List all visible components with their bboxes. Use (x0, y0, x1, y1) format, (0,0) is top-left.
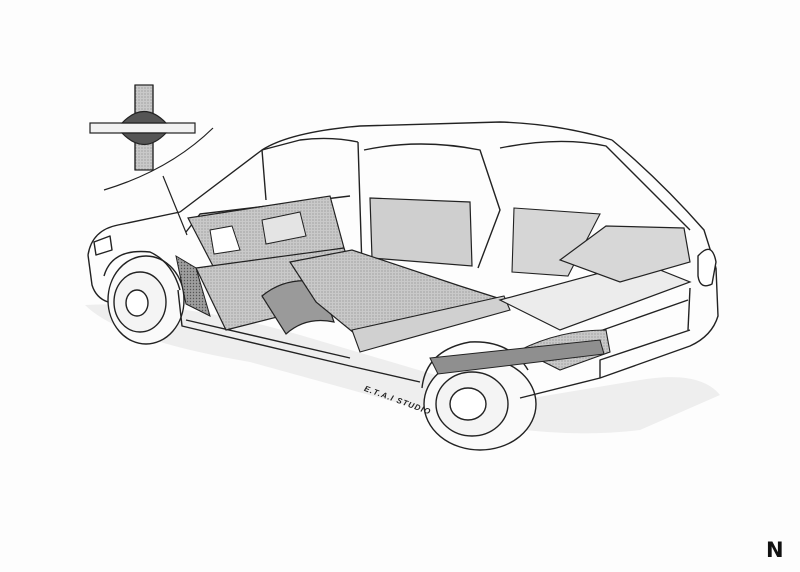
rear-wheel (421, 341, 537, 451)
ground-shadow (85, 304, 720, 434)
corner-letter-label: N (766, 538, 784, 562)
boot-floor (498, 261, 692, 331)
front-wheel (103, 250, 185, 345)
rear-side-panel (369, 197, 473, 267)
rear-quarter-glass-panel (511, 207, 601, 277)
body-shell (87, 121, 719, 399)
parcel-shelf (558, 225, 691, 283)
insulation-section-detail (89, 84, 214, 236)
